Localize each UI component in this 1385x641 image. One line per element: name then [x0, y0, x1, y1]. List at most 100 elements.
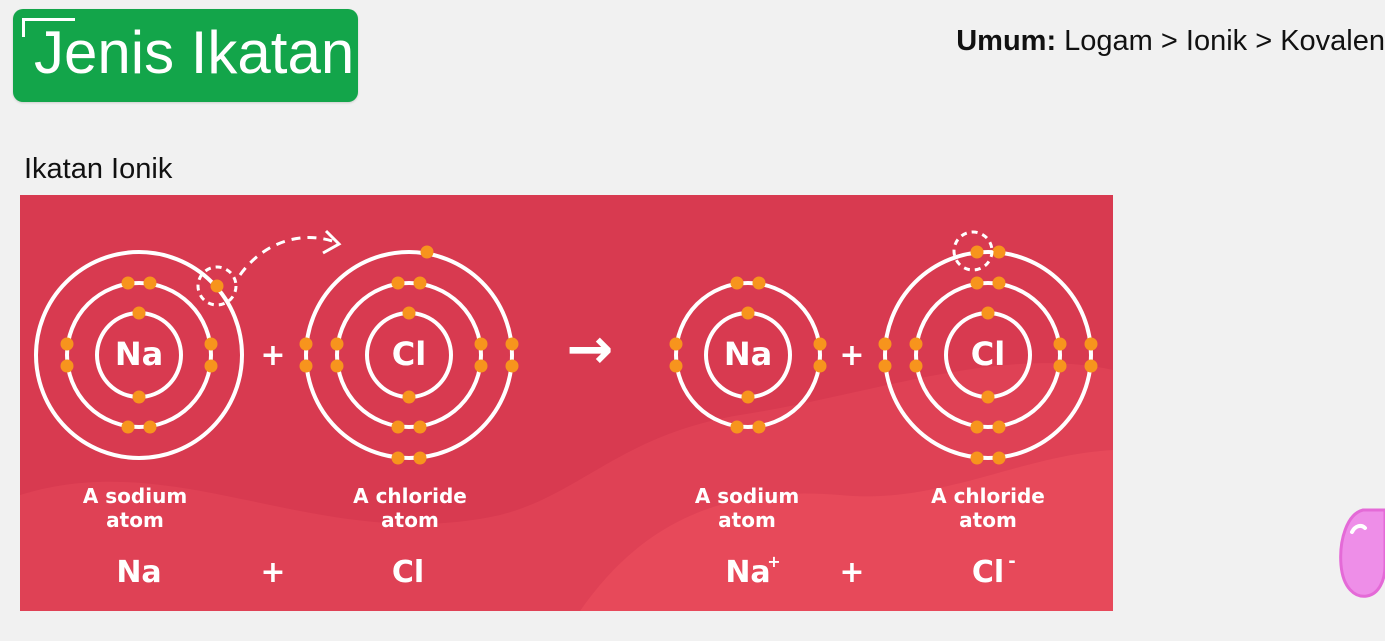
na-ion-shell2-electron	[669, 337, 683, 351]
caption-sodium-ion-line1: A sodium	[695, 484, 799, 508]
equation-na-ion: Na	[725, 555, 770, 590]
na-valence-electron	[210, 279, 224, 293]
caption-chloride-ion-line2: atom	[959, 508, 1017, 532]
section-subtitle: Ikatan Ionik	[24, 153, 173, 185]
cl-ion-shell3-electron	[878, 337, 892, 351]
decorative-drop-shape	[1339, 508, 1385, 598]
na-shell2-electron	[60, 359, 74, 373]
cl-shell2-electron	[330, 359, 344, 373]
ionic-bond-diagram: Na Cl Na Cl + → + A sodium atom A chlori…	[20, 195, 1113, 611]
background-wave-light	[580, 450, 1113, 611]
electron-transfer-arrow	[238, 236, 339, 276]
cl-shell2-electron	[330, 337, 344, 351]
cl-ion-shell3-electron	[970, 451, 984, 465]
equation-na-ion-charge: +	[767, 552, 780, 571]
cl-shell2-electron	[391, 420, 405, 434]
na-ion-shell2-electron	[813, 337, 827, 351]
na-ion-shell2-electron	[752, 420, 766, 434]
equation-plus: +	[260, 555, 285, 590]
cl-ion-shell2-electron	[992, 420, 1006, 434]
cl-shell3-electron	[391, 451, 405, 465]
cl-shell2-electron	[474, 359, 488, 373]
na-shell2-electron	[121, 276, 135, 290]
na-shell2-electron	[143, 276, 157, 290]
cl-ion-shell-2	[914, 281, 1062, 429]
caption-chloride-line2: atom	[381, 508, 439, 532]
caption-chloride-line1: A chloride	[353, 484, 467, 508]
caption-sodium-line1: A sodium	[83, 484, 187, 508]
equation-cl: Cl	[392, 555, 424, 590]
equation-cl-ion-charge: -	[1008, 551, 1015, 572]
caption-sodium-line2: atom	[106, 508, 164, 532]
cl-shell3-electron	[505, 359, 519, 373]
title-corner-mark	[22, 18, 75, 37]
atom-symbol-na: Na	[115, 335, 163, 373]
na-ion-shell1-electron	[741, 390, 755, 404]
page-title: Jenis Ikatan	[34, 19, 355, 86]
cl-shell1-electron	[402, 306, 416, 320]
cl-shell3-electron	[299, 359, 313, 373]
na-ion-shell-2	[674, 281, 822, 429]
cl-ion-shell3-electron	[1084, 359, 1098, 373]
cl-ion-shell2-electron	[970, 420, 984, 434]
electron-transfer-arrowhead	[322, 229, 342, 255]
na-ion-shell1-electron	[741, 306, 755, 320]
ion-symbol-cl: Cl	[971, 335, 1005, 373]
cl-ion-shell1-electron	[981, 390, 995, 404]
cl-shell3-electron	[299, 337, 313, 351]
cl-shell2-electron	[413, 420, 427, 434]
reaction-arrow: →	[567, 317, 614, 382]
na-shell2-electron	[121, 420, 135, 434]
plus-sign: +	[260, 338, 285, 373]
cl-shell3-electron	[505, 337, 519, 351]
cl-shell2-electron	[391, 276, 405, 290]
na-ion-shell2-electron	[669, 359, 683, 373]
na-atom-shell-2	[65, 281, 213, 429]
cl-ion-shell2-electron	[1053, 337, 1067, 351]
order-value: Logam > Ionik > Kovalen	[1064, 25, 1385, 57]
cl-ion-shell1-electron	[981, 306, 995, 320]
cl-ion-shell2-electron	[909, 359, 923, 373]
na-shell2-electron	[143, 420, 157, 434]
equation-plus-ions: +	[839, 555, 864, 590]
na-shell1-electron	[132, 390, 146, 404]
cl-atom-shell-3	[304, 250, 514, 460]
cl-shell3-electron	[413, 451, 427, 465]
plus-sign-ions: +	[839, 338, 864, 373]
cl-ion-shell2-electron	[1053, 359, 1067, 373]
cl-shell2-electron	[413, 276, 427, 290]
equation-cl-ion: Cl	[972, 555, 1004, 590]
cl-ion-shell3-electron	[970, 245, 984, 259]
na-shell1-electron	[132, 306, 146, 320]
cl-ion-shell3-electron	[992, 245, 1006, 259]
cl-ion-shell3-electron	[878, 359, 892, 373]
cl-ion-shell3-electron	[992, 451, 1006, 465]
cl-ion-shell-3	[883, 250, 1093, 460]
bond-strength-order: Umum: Logam > Ionik > Kovalen	[956, 22, 1385, 60]
cl-ion-shell2-electron	[992, 276, 1006, 290]
gained-electron-highlight	[952, 230, 994, 272]
na-ion-shell2-electron	[813, 359, 827, 373]
na-shell2-electron	[204, 337, 218, 351]
caption-chloride-ion-line1: A chloride	[931, 484, 1045, 508]
transferring-electron-highlight	[196, 265, 238, 307]
equation-na: Na	[116, 555, 161, 590]
cl-ion-shell2-electron	[909, 337, 923, 351]
ion-symbol-na: Na	[724, 335, 772, 373]
na-atom-shell-3	[34, 250, 244, 460]
cl-ion-shell3-electron	[1084, 337, 1098, 351]
na-ion-shell2-electron	[730, 420, 744, 434]
cl-valence-electron	[420, 245, 434, 259]
order-label: Umum:	[956, 25, 1057, 57]
atom-symbol-cl: Cl	[392, 335, 426, 373]
cl-ion-shell2-electron	[970, 276, 984, 290]
cl-shell2-electron	[474, 337, 488, 351]
na-ion-shell2-electron	[730, 276, 744, 290]
na-shell2-electron	[204, 359, 218, 373]
title-badge	[13, 9, 358, 102]
cl-atom-shell-2	[335, 281, 483, 429]
na-shell2-electron	[60, 337, 74, 351]
cl-shell1-electron	[402, 390, 416, 404]
na-ion-shell2-electron	[752, 276, 766, 290]
caption-sodium-ion-line2: atom	[718, 508, 776, 532]
